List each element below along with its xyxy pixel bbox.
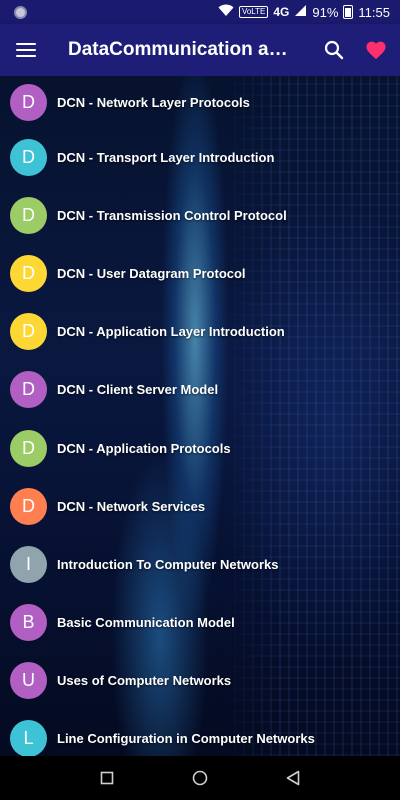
letter-avatar: D: [10, 196, 47, 234]
letter-avatar: D: [10, 313, 47, 351]
list-item[interactable]: D DCN - Application Protocols: [0, 419, 400, 477]
list-item-label: DCN - Client Server Model: [57, 382, 219, 398]
list-item[interactable]: D DCN - Application Layer Introduction: [0, 303, 400, 361]
list-item-label: Introduction To Computer Networks: [57, 556, 279, 572]
list-item[interactable]: B Basic Communication Model: [0, 594, 400, 652]
list-item-label: DCN - Network Services: [57, 498, 206, 514]
battery-percent: 91%: [312, 4, 339, 20]
recent-apps-icon[interactable]: [95, 766, 119, 790]
list-item[interactable]: D DCN - Transport Layer Introduction: [0, 128, 400, 186]
letter-avatar: D: [10, 138, 47, 176]
network-type: 4G: [273, 5, 290, 19]
status-left: [14, 5, 218, 19]
clock: 11:55: [358, 4, 390, 20]
list-item-label: DCN - Network Layer Protocols: [57, 94, 250, 110]
list-item[interactable]: I Introduction To Computer Networks: [0, 535, 400, 593]
letter-avatar: D: [10, 487, 47, 525]
home-icon[interactable]: [188, 766, 212, 790]
list-item-label: DCN - User Datagram Protocol: [57, 265, 246, 281]
app-title: DataCommunication and Networks: [68, 39, 298, 60]
status-bar: VoLTE 4G 91% 11:55: [0, 0, 400, 24]
list-item-label: DCN - Transport Layer Introduction: [57, 149, 275, 165]
list-item-label: DCN - Transmission Control Protocol: [57, 207, 287, 223]
letter-avatar: I: [10, 545, 47, 583]
list-item-label: DCN - Application Layer Introduction: [57, 324, 285, 340]
favorite-heart-icon[interactable]: [364, 38, 388, 62]
list-item[interactable]: D DCN - Network Services: [0, 477, 400, 535]
list-item[interactable]: U Uses of Computer Networks: [0, 652, 400, 710]
menu-icon[interactable]: [16, 43, 36, 57]
notification-icon: [14, 5, 27, 19]
list-item[interactable]: D DCN - Network Layer Protocols: [0, 76, 400, 128]
app-actions: [322, 38, 388, 62]
list-item[interactable]: D DCN - Client Server Model: [0, 361, 400, 419]
signal-icon: [294, 4, 307, 20]
list-item-label: Uses of Computer Networks: [57, 673, 232, 689]
wifi-icon: [218, 4, 234, 20]
volte-badge: VoLTE: [238, 6, 269, 18]
list-item-label: Basic Communication Model: [57, 615, 235, 631]
letter-avatar: D: [10, 254, 47, 292]
status-right: VoLTE 4G 91% 11:55: [218, 4, 390, 20]
topic-list-container: D DCN - Network Layer Protocols D DCN - …: [0, 76, 400, 756]
list-item[interactable]: D DCN - User Datagram Protocol: [0, 244, 400, 302]
back-icon[interactable]: [281, 766, 305, 790]
app-bar: DataCommunication and Networks: [0, 24, 400, 76]
letter-avatar: D: [10, 371, 47, 409]
list-item-label: DCN - Application Protocols: [57, 440, 231, 456]
letter-avatar: U: [10, 662, 47, 700]
topic-list: D DCN - Network Layer Protocols D DCN - …: [0, 76, 400, 756]
battery-icon: [343, 5, 354, 19]
search-icon[interactable]: [322, 38, 346, 62]
list-item[interactable]: D DCN - Transmission Control Protocol: [0, 186, 400, 244]
letter-avatar: B: [10, 604, 47, 642]
letter-avatar: L: [10, 720, 47, 756]
letter-avatar: D: [10, 429, 47, 467]
list-item-label: Line Configuration in Computer Networks: [57, 731, 315, 747]
letter-avatar: D: [10, 83, 47, 121]
list-item[interactable]: L Line Configuration in Computer Network…: [0, 710, 400, 756]
system-nav-bar: [0, 756, 400, 800]
